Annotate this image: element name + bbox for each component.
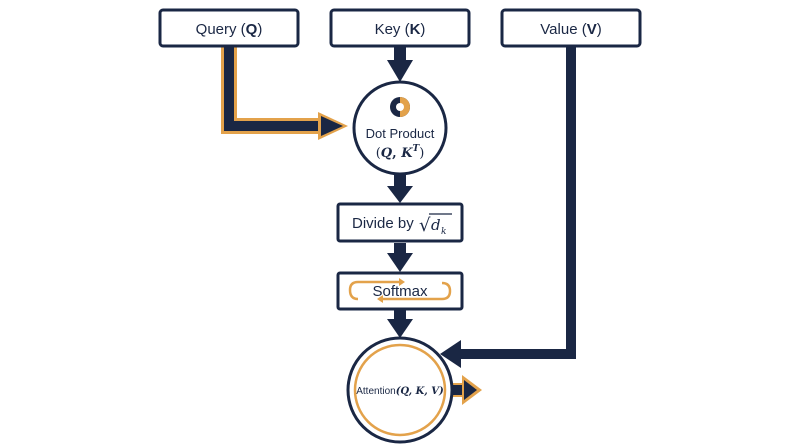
- svg-text:Key (K): Key (K): [375, 21, 426, 38]
- attention-node: Attention(Q, K, V): [346, 336, 454, 444]
- key-to-dotproduct-arrow: [387, 46, 413, 82]
- sqrt-radicand: d: [431, 216, 441, 234]
- value-node: Value (V): [500, 8, 642, 48]
- divide-label: Divide by: [352, 215, 414, 232]
- softmax-to-attention-arrow: [387, 309, 413, 338]
- dot-product-node: Dot Product (Q, KT): [352, 80, 448, 176]
- query-to-dotproduct-arrow: [221, 46, 348, 140]
- dotproduct-to-divide-arrow: [387, 174, 413, 203]
- key-node: Key (K): [329, 8, 471, 48]
- softmax-node: Softmax: [336, 271, 464, 311]
- key-symbol: K: [410, 21, 421, 38]
- attention-output-arrow: [452, 375, 482, 405]
- attention-formula: Attention(Q, K, V): [356, 386, 444, 397]
- value-prefix: Value (: [540, 21, 586, 38]
- cycle-arrows-icon: [348, 278, 452, 303]
- svg-text:Value (V): Value (V): [540, 21, 601, 38]
- query-suffix: ): [257, 21, 262, 38]
- divide-node: Divide by √ d k: [336, 202, 464, 243]
- divide-to-softmax-arrow: [387, 243, 413, 272]
- value-to-attention-arrow: [440, 46, 576, 368]
- key-prefix: Key (: [375, 21, 410, 38]
- dot-product-label: Dot Product: [366, 126, 435, 141]
- key-suffix: ): [420, 21, 425, 38]
- value-suffix: ): [597, 21, 602, 38]
- sqrt-symbol: √: [419, 215, 431, 236]
- query-prefix: Query (: [196, 21, 246, 38]
- attention-label: Attention: [356, 386, 395, 397]
- query-node: Query (Q): [158, 8, 300, 48]
- sqrt-dk: √ d k: [419, 213, 452, 237]
- dot-product-formula: (Q, KT): [376, 144, 425, 161]
- svg-text:Query (Q): Query (Q): [196, 21, 263, 38]
- query-symbol: Q: [246, 21, 258, 38]
- target-icon: [390, 97, 410, 117]
- value-symbol: V: [587, 21, 597, 38]
- sqrt-subscript: k: [441, 227, 446, 237]
- softmax-label: Softmax: [372, 283, 428, 300]
- attention-args: (Q, K, V): [396, 386, 444, 397]
